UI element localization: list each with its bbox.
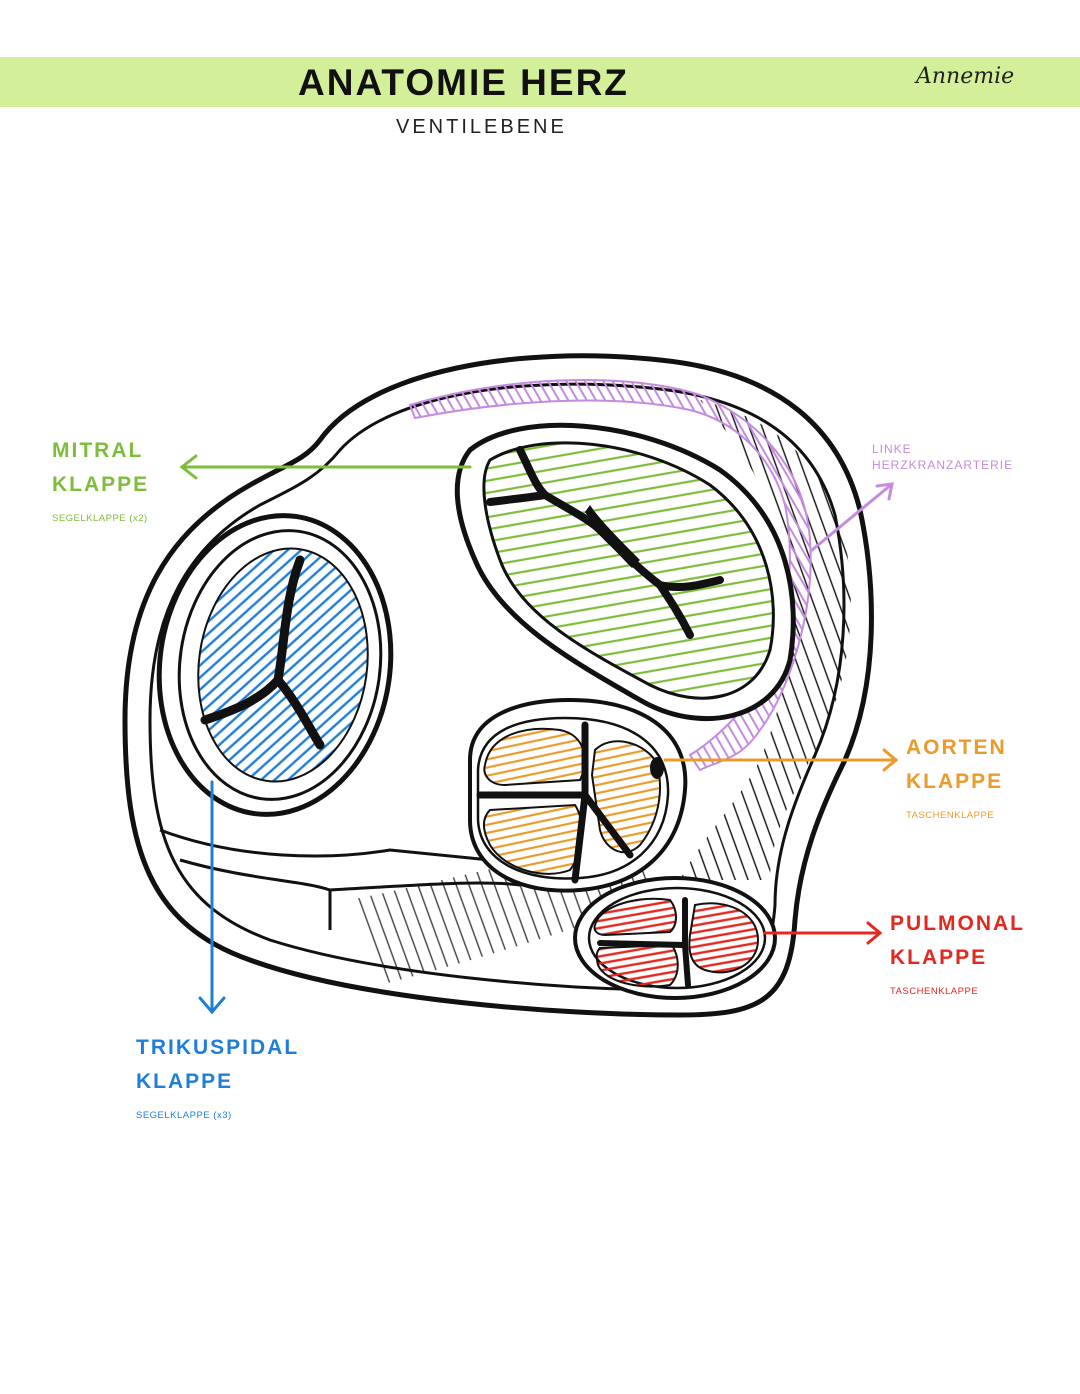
title-banner <box>0 57 1080 107</box>
page-title: ANATOMIE HERZ <box>298 62 629 103</box>
mitral-label: MITRAL KLAPPE SEGELKLAPPE (x2) <box>52 434 149 536</box>
mitral-valve <box>454 422 796 722</box>
aortic-arrow <box>663 748 899 772</box>
pulmonary-label-note: TASCHENKLAPPE <box>890 986 979 997</box>
pulmonary-cusp-1 <box>593 897 677 937</box>
pulmonary-valve <box>573 876 777 1000</box>
mitral-commissure <box>486 446 724 639</box>
septum-line-1 <box>179 858 332 930</box>
tricuspid-label-line1: TRIKUSPIDAL <box>136 1036 300 1059</box>
mitral-label-line2: KLAPPE <box>52 473 150 496</box>
aortic-valve <box>468 697 688 893</box>
page-subtitle: VENTILEBENE <box>396 116 567 138</box>
aortic-label-note: TASCHENKLAPPE <box>906 810 995 821</box>
coronary-ostium <box>650 757 664 779</box>
pulmonary-cusp-3 <box>595 943 679 988</box>
pulmonary-label-line1: PULMONAL <box>890 912 1025 935</box>
tricuspid-valve <box>156 513 394 817</box>
coronary-arrow <box>810 482 894 552</box>
coronary-label-line2: HERZKRANZARTERIE <box>872 458 1014 472</box>
aortic-label-line1: AORTEN <box>906 736 1007 759</box>
mitral-label-note: SEGELKLAPPE (x2) <box>52 513 148 524</box>
tricuspid-label-line2: KLAPPE <box>136 1070 234 1093</box>
coronary-label: LINKE HERZKRANZARTERIE <box>872 441 1013 473</box>
pulmonary-label: PULMONAL KLAPPE TASCHENKLAPPE <box>890 907 1025 1009</box>
tricuspid-label-note: SEGELKLAPPE (x3) <box>136 1110 232 1121</box>
pulmonary-label-line2: KLAPPE <box>890 946 988 969</box>
aortic-label-line2: KLAPPE <box>906 770 1004 793</box>
tricuspid-arrow <box>198 780 226 1015</box>
left-coronary-artery <box>408 379 812 772</box>
tricuspid-label: TRIKUSPIDAL KLAPPE SEGELKLAPPE (x3) <box>136 1031 299 1133</box>
coronary-label-line1: LINKE <box>872 442 912 456</box>
author-signature: Annemie <box>916 64 1015 89</box>
pulmonary-arrow <box>763 921 883 945</box>
septum-line-3 <box>329 881 521 892</box>
septum-line-2 <box>159 828 491 862</box>
mitral-label-line1: MITRAL <box>52 439 144 462</box>
tricuspid-commissure <box>200 555 325 750</box>
mitral-arrow <box>179 454 472 480</box>
aortic-label: AORTEN KLAPPE TASCHENKLAPPE <box>906 731 1007 833</box>
aortic-cusp-1 <box>483 727 586 787</box>
pulmonary-cusp-2 <box>688 902 760 974</box>
